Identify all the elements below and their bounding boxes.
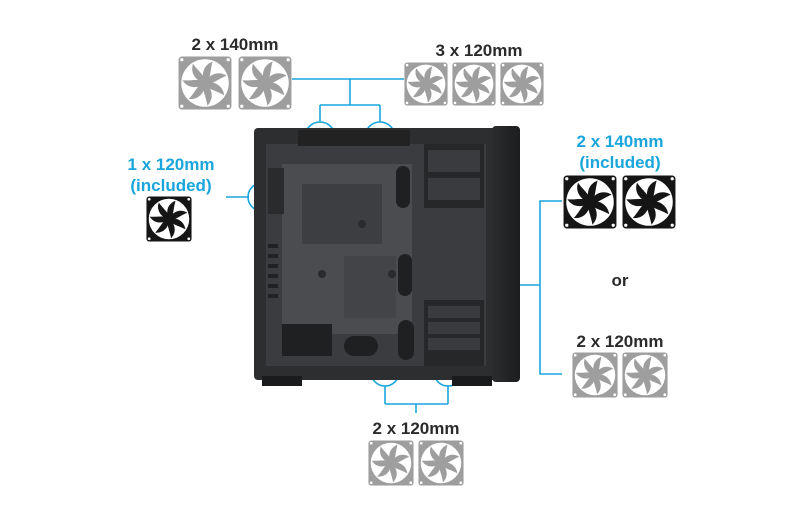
fan-icon [146,196,192,242]
fan-icon [178,56,232,110]
top-rear-fan-label: 3 x 120mm [435,41,523,60]
fan-icon [622,352,668,398]
cable-grommet [398,254,412,296]
fan-icon [563,175,617,229]
front-included-fan-label: 2 x 140mm [576,132,664,151]
front-panel [492,126,520,382]
fan-icon [418,440,464,486]
top-front-fan-label: 2 x 140mm [191,35,279,54]
rear-fan-included-label: (included) [130,176,212,195]
bottom-fan-label: 2 x 120mm [372,419,460,438]
psu-bay [282,324,332,356]
case-foot [262,376,302,386]
fan-icon [622,175,676,229]
fan-icon [368,440,414,486]
front-included-tag-label: (included) [579,153,661,172]
fan-icon [452,62,496,106]
pc-case-illustration [254,126,520,386]
fan-icon [500,62,544,106]
fan-icon [238,56,292,110]
front-alt-fan-label: 2 x 120mm [576,332,664,351]
cable-grommet [396,166,410,208]
fan-icon [404,62,448,106]
case-foot [452,376,492,386]
fan-icon [572,352,618,398]
rear-fan-label: 1 x 120mm [127,155,215,174]
or-label: or [611,271,629,290]
cable-grommet [398,320,414,360]
